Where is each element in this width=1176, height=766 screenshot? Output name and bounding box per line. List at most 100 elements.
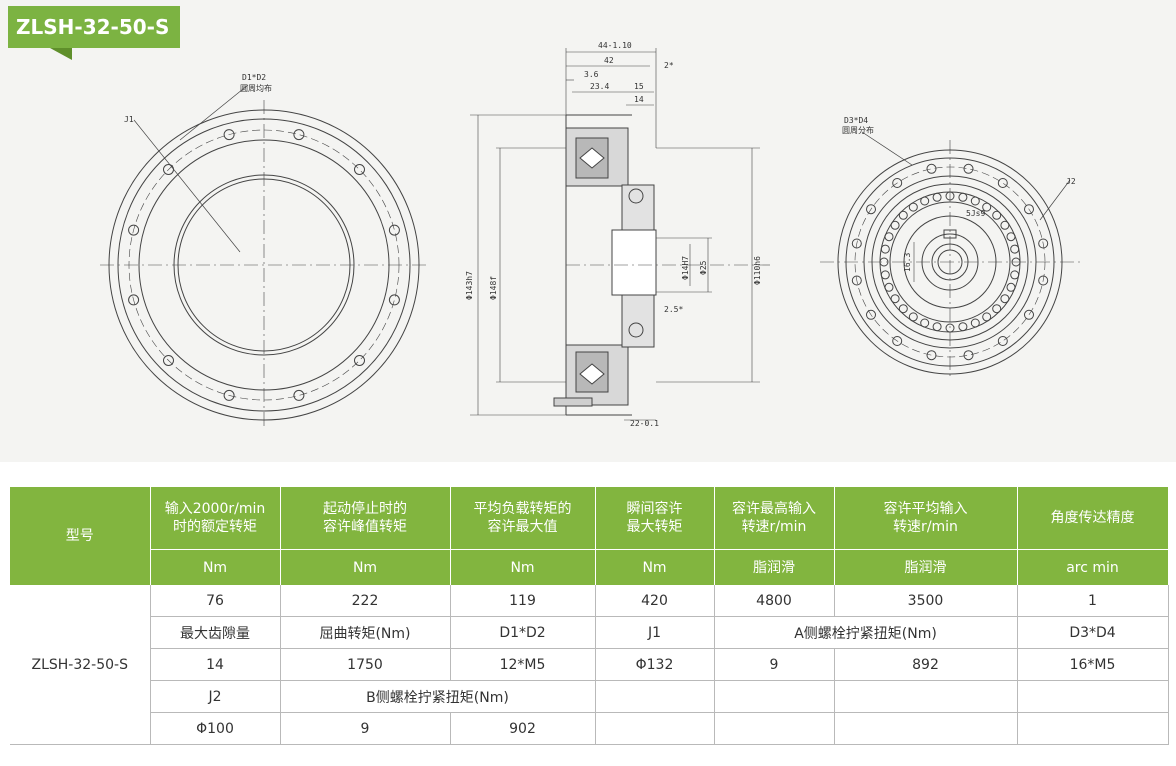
header-avg-load-torque: 平均负载转矩的 容许最大值 xyxy=(450,487,596,550)
back-label-j2: J2 xyxy=(1066,177,1076,186)
bolt-hole xyxy=(926,163,937,174)
front-label-distribution: 圆周均布 xyxy=(240,83,272,93)
bolt-hole xyxy=(866,204,876,215)
table-cell: 最大齿隙量 xyxy=(150,616,281,649)
dim-148f: Φ148f xyxy=(489,276,498,300)
roller xyxy=(932,322,942,332)
front-view xyxy=(100,84,430,430)
table-cell: 892 xyxy=(834,648,1018,681)
title-tag-tail xyxy=(50,48,72,60)
bolt-hole xyxy=(1038,238,1049,249)
header-rated-torque: 输入2000r/min 时的额定转矩 xyxy=(150,487,281,550)
dim-25: Φ25 xyxy=(699,260,708,275)
bolt-hole xyxy=(851,238,862,249)
bolt-hole xyxy=(1024,309,1034,320)
dim-chamfer-2-5: 2.5* xyxy=(664,305,683,314)
roller xyxy=(884,232,894,242)
roller xyxy=(908,312,918,322)
dim-overall-length: 44-1.10 xyxy=(598,41,632,50)
dim-14h7: Φ14H7 xyxy=(681,256,690,280)
table-row: 最大齿隙量 屈曲转矩(Nm) D1*D2 J1 A侧螺栓拧紧扭矩(Nm) D3*… xyxy=(10,616,1169,649)
unit-cell: Nm xyxy=(450,549,596,585)
spec-table: 型号 输入2000r/min 时的额定转矩 起动停止时的 容许峰值转矩 平均负载… xyxy=(10,487,1169,745)
table-cell: 222 xyxy=(280,585,451,617)
dim-42: 42 xyxy=(604,56,614,65)
dim-14: 14 xyxy=(634,95,644,104)
bolt-hole xyxy=(963,350,974,361)
roller xyxy=(1011,257,1021,267)
drawing-area: D1*D2 圆周均布 J1 xyxy=(0,0,1176,462)
roller xyxy=(1000,294,1010,304)
unit-cell: Nm xyxy=(280,549,451,585)
table-cell: 76 xyxy=(150,585,281,617)
bolt-hole xyxy=(892,336,903,346)
table-cell: 9 xyxy=(280,712,451,745)
dim-143h7: Φ143h7 xyxy=(465,271,474,300)
table-cell: 1750 xyxy=(280,648,451,681)
header-max-input-speed: 容许最高输入 转速r/min xyxy=(714,487,835,550)
header-model: 型号 xyxy=(10,487,151,585)
table-cell: 1 xyxy=(1017,585,1169,617)
table-row: 14 1750 12*M5 Φ132 9 892 16*M5 xyxy=(10,648,1169,681)
roller xyxy=(945,323,955,333)
table-cell: Φ100 xyxy=(150,712,281,745)
dim-3-6: 3.6 xyxy=(584,70,599,79)
roller xyxy=(1006,282,1016,292)
table-cell xyxy=(714,680,835,713)
table-cell: 9 xyxy=(714,648,835,681)
bolt-hole xyxy=(963,163,974,174)
unit-cell: arc min xyxy=(1017,549,1169,585)
dim-22: 22-0.1 xyxy=(630,419,659,428)
table-cell xyxy=(714,712,835,745)
table-cell xyxy=(834,712,1018,745)
bolt-hole xyxy=(293,389,305,401)
bolt-hole xyxy=(997,178,1008,188)
roller xyxy=(982,312,992,322)
roller xyxy=(958,192,968,202)
model-cell: ZLSH-32-50-S xyxy=(10,585,151,745)
dim-23-4: 23.4 xyxy=(590,82,609,91)
table-cell: 12*M5 xyxy=(450,648,596,681)
table-cell: 16*M5 xyxy=(1017,648,1169,681)
table-cell: J2 xyxy=(150,680,281,713)
bolt-hole xyxy=(293,129,305,141)
roller xyxy=(1000,220,1010,230)
bolt-hole xyxy=(354,355,365,366)
header-angle-accuracy: 角度传达精度 xyxy=(1017,487,1169,550)
bolt-hole xyxy=(892,178,903,188)
unit-cell: 脂润滑 xyxy=(834,549,1018,585)
table-row: Φ100 9 902 xyxy=(10,712,1169,745)
roller xyxy=(970,318,980,328)
roller xyxy=(1006,232,1016,242)
roller xyxy=(992,210,1002,220)
roller xyxy=(879,257,889,267)
table-row: J2 B侧螺栓拧紧扭矩(Nm) xyxy=(10,680,1169,713)
roller xyxy=(890,294,900,304)
roller xyxy=(884,282,894,292)
bolt-hole xyxy=(1024,204,1034,215)
front-label-d1d2: D1*D2 xyxy=(242,73,266,82)
table-cell xyxy=(595,712,715,745)
bolt-hole xyxy=(1038,275,1049,286)
roller xyxy=(880,244,890,254)
roller xyxy=(880,270,890,280)
table-cell: 420 xyxy=(595,585,715,617)
table-cell: 119 xyxy=(450,585,596,617)
bolt-hole xyxy=(388,224,400,236)
header-avg-input-speed: 容许平均输入 转速r/min xyxy=(834,487,1018,550)
table-cell: 3500 xyxy=(834,585,1018,617)
bolt-hole xyxy=(163,355,174,366)
unit-cell: 脂润滑 xyxy=(714,549,835,585)
table-cell: 4800 xyxy=(714,585,835,617)
bolt-hole xyxy=(128,294,140,306)
roller xyxy=(1010,244,1020,254)
table-cell: D3*D4 xyxy=(1017,616,1169,649)
dim-chamfer-2: 2* xyxy=(664,61,674,70)
roller xyxy=(982,202,992,212)
table-cell: 屈曲转矩(Nm) xyxy=(280,616,451,649)
roller xyxy=(920,196,930,206)
table-cell xyxy=(834,680,1018,713)
bolt-hole xyxy=(997,336,1008,346)
unit-cell: Nm xyxy=(595,549,715,585)
bolt-hole xyxy=(851,275,862,286)
